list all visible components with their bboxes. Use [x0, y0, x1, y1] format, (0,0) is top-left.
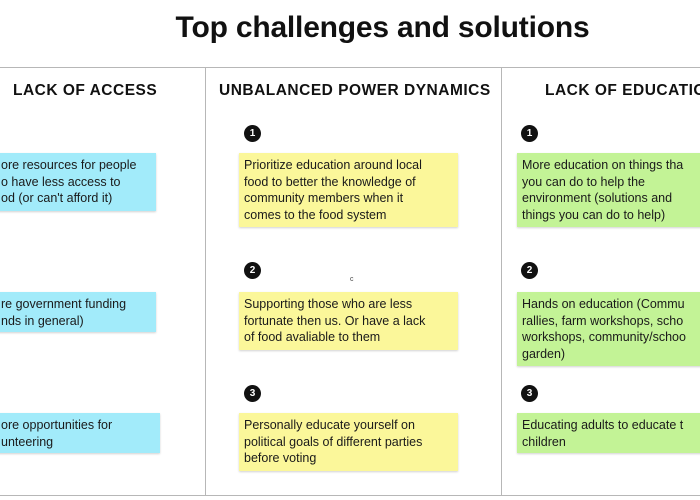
- number-badge: 2: [521, 262, 538, 279]
- column-divider-2: [501, 67, 502, 496]
- number-badge: 1: [244, 125, 261, 142]
- column-divider-1: [205, 67, 206, 496]
- cursor-icon: c: [350, 276, 354, 283]
- sticky-note[interactable]: re government funding nds in general): [0, 292, 156, 332]
- column-header: LACK OF ACCESS: [13, 82, 158, 99]
- sticky-note[interactable]: Hands on education (Commu rallies, farm …: [517, 292, 700, 366]
- column-header: LACK OF EDUCATIO: [545, 82, 700, 99]
- sticky-note[interactable]: ore resources for people o have less acc…: [0, 153, 156, 211]
- number-badge: 2: [244, 262, 261, 279]
- number-badge: 3: [244, 385, 261, 402]
- column-header: UNBALANCED POWER DYNAMICS: [219, 82, 491, 99]
- number-badge: 1: [521, 125, 538, 142]
- number-badge: 3: [521, 385, 538, 402]
- column-unbalanced-power-dynamics: UNBALANCED POWER DYNAMICS 1 Prioritize e…: [206, 67, 501, 495]
- column-lack-of-education: LACK OF EDUCATIO 1 More education on thi…: [502, 67, 700, 495]
- sticky-note[interactable]: ore opportunities for unteering: [0, 413, 160, 453]
- sticky-note[interactable]: Personally educate yourself on political…: [239, 413, 458, 471]
- sticky-note[interactable]: Prioritize education around local food t…: [239, 153, 458, 227]
- sticky-note[interactable]: More education on things tha you can do …: [517, 153, 700, 227]
- table-bottom-border: [0, 495, 700, 496]
- board-title: Top challenges and solutions: [175, 11, 590, 44]
- column-lack-of-access: LACK OF ACCESS ore resources for people …: [0, 67, 205, 495]
- sticky-note[interactable]: Supporting those who are less fortunate …: [239, 292, 458, 350]
- table-top-border: [0, 67, 700, 68]
- sticky-note[interactable]: Educating adults to educate t children: [517, 413, 700, 453]
